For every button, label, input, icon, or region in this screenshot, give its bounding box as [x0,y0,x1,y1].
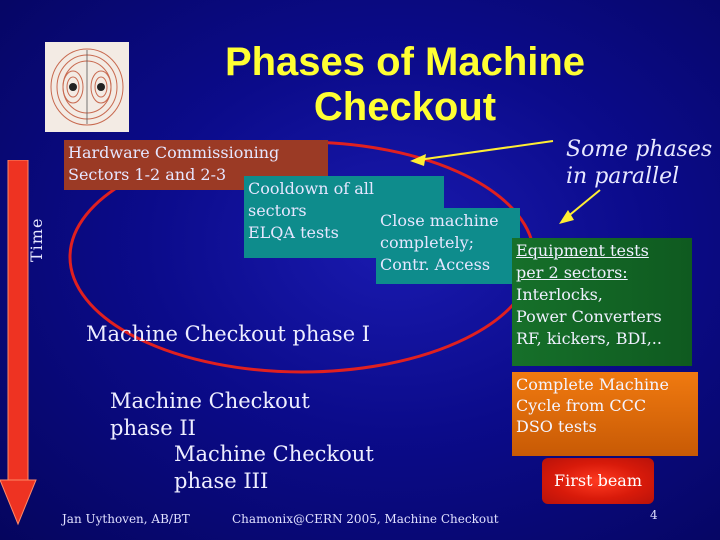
title-line-2: Checkout [313,85,497,129]
page-number: 4 [650,508,658,522]
hw-line-1: Hardware Commissioning [68,143,280,162]
phase-1-label: Machine Checkout phase I [86,322,371,346]
equip-line-4: Power Converters [516,307,662,326]
phase-3-label: Machine Checkout phase III [174,441,374,495]
footer-author: Jan Uythoven, AB/BT [62,512,190,526]
slide-title: Phases of Machine Checkout [190,40,620,130]
cooldown-line-3: ELQA tests [248,223,339,242]
phase-3-line-1: Machine Checkout [174,442,374,466]
complete-line-2: Cycle from CCC [516,396,647,415]
annotation-line-2: in parallel [566,164,680,189]
close-line-1: Close machine [380,211,499,230]
phase-3-line-2: phase III [174,469,269,493]
first-beam-box: First beam [542,458,654,504]
close-line-2: completely; [380,233,475,252]
complete-line-1: Complete Machine [516,375,669,394]
equipment-tests-box: Equipment tests per 2 sectors: Interlock… [512,238,692,366]
hardware-commissioning-box: Hardware Commissioning Sectors 1-2 and 2… [64,140,328,190]
phase-2-label: Machine Checkout phase II [110,388,310,442]
close-machine-box: Close machine completely; Contr. Access [376,208,520,284]
magnet-field-logo-icon [45,42,129,132]
title-line-1: Phases of Machine [224,40,586,84]
phase-2-line-1: Machine Checkout [110,389,310,413]
equip-line-2: per 2 sectors: [516,263,628,282]
equip-line-3: Interlocks, [516,285,603,304]
phase-2-line-2: phase II [110,416,196,440]
down-arrow-icon [0,160,37,526]
close-line-3: Contr. Access [380,255,491,274]
hw-line-2: Sectors 1-2 and 2-3 [68,165,227,184]
annotation-line-1: Some phases [566,137,713,162]
cooldown-line-2: sectors [248,201,307,220]
complete-line-3: DSO tests [516,417,597,436]
footer-event: Chamonix@CERN 2005, Machine Checkout [232,512,499,526]
equip-line-5: RF, kickers, BDI,.. [516,329,662,348]
equip-line-1: Equipment tests [516,241,649,260]
complete-machine-cycle-box: Complete Machine Cycle from CCC DSO test… [512,372,698,456]
cooldown-line-1: Cooldown of all [248,179,374,198]
some-phases-annotation: Some phases in parallel [566,136,716,190]
